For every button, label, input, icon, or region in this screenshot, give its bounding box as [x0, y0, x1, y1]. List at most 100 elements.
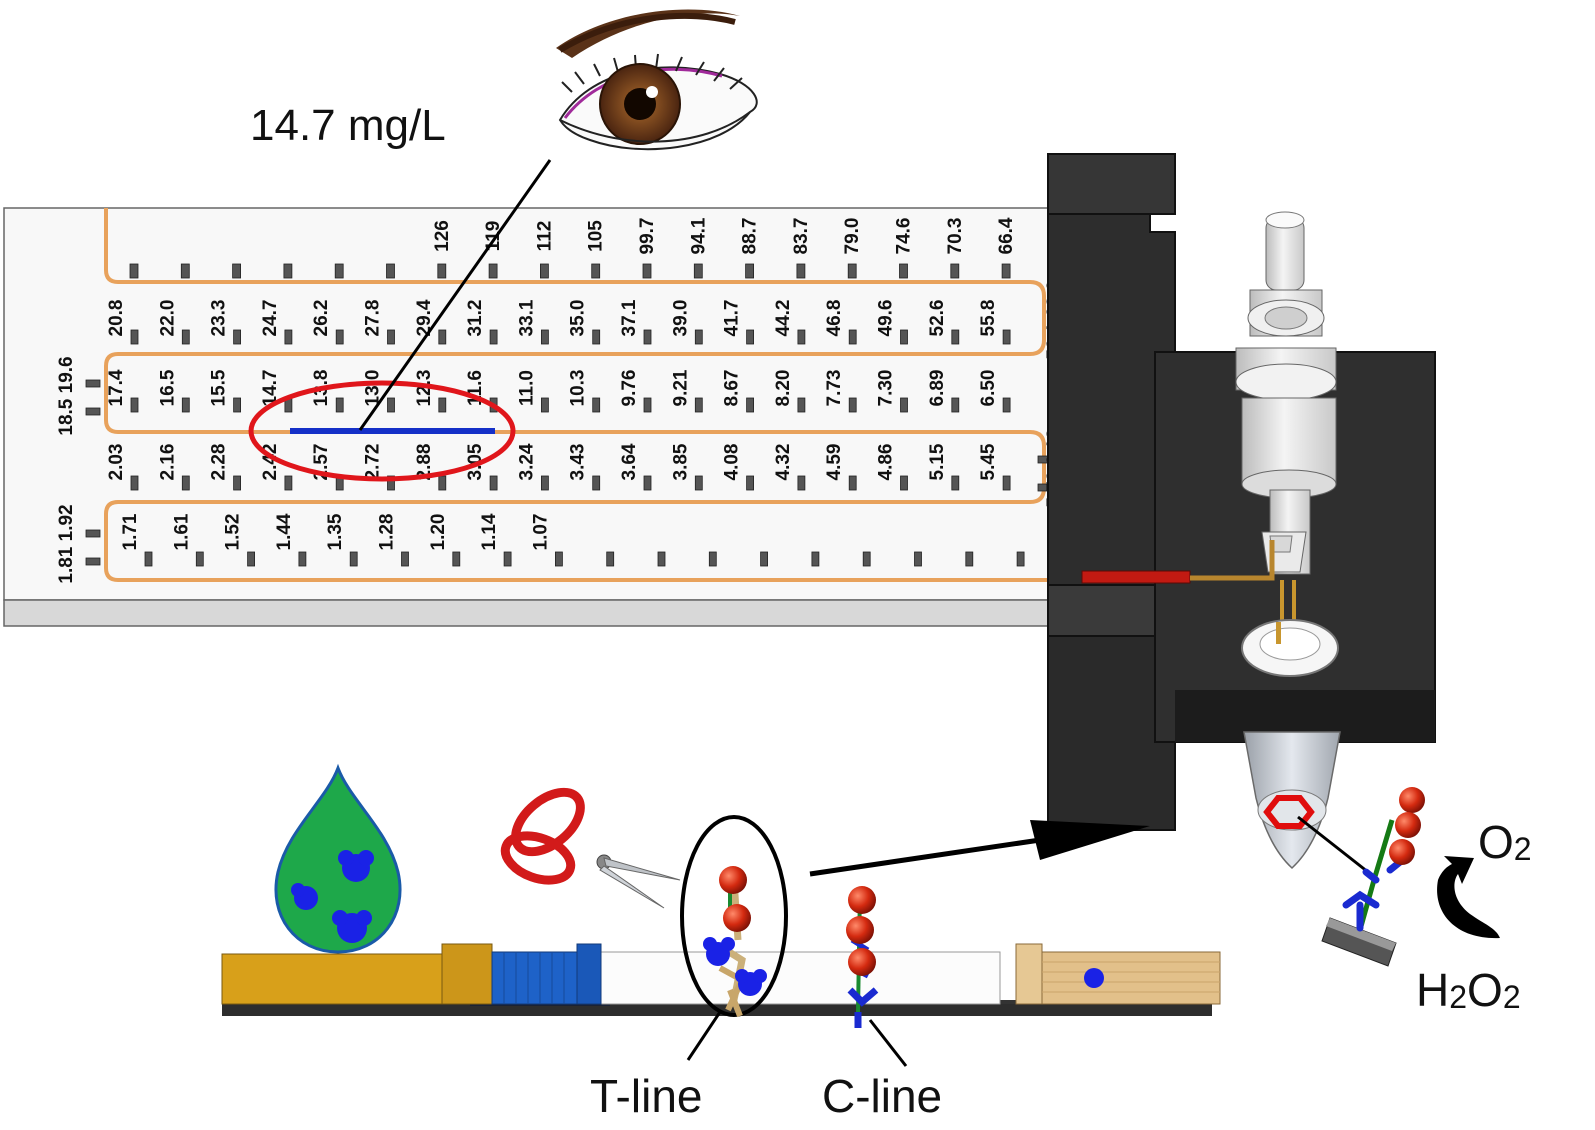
- scale-tick: [334, 263, 344, 279]
- scale-tick: [233, 475, 242, 491]
- scale-tick: [335, 329, 344, 345]
- scale-tick: [746, 397, 754, 413]
- scale-tick: [232, 263, 242, 279]
- scale-tick: [85, 407, 101, 416]
- transfer-arrow: [809, 837, 1041, 877]
- scale-value-label: 49.6: [876, 300, 897, 337]
- scale-tick: [555, 551, 563, 567]
- scale-tick: [503, 551, 512, 567]
- scale-value-label: 41.7: [722, 300, 743, 337]
- scale-value-label: 20.8: [106, 300, 127, 337]
- readout-value: 14.7 mg/L: [250, 101, 446, 150]
- c-line-label: C-line: [822, 1070, 942, 1122]
- sample-droplet-icon: [274, 763, 402, 954]
- t-line-ring: [680, 815, 788, 1017]
- scale-value-label: 15.5: [209, 369, 230, 406]
- scale-tick: [900, 329, 908, 345]
- scale-value-label: 1.35: [325, 513, 346, 550]
- scale-tick: [951, 397, 960, 413]
- scale-tick: [950, 263, 960, 279]
- scale-value-label: 23.3: [209, 300, 230, 337]
- scale-value-label: 5.15: [927, 443, 948, 480]
- red-connector-tube: [1081, 570, 1191, 584]
- scale-tick: [951, 475, 960, 491]
- scale-value-label: 22.0: [157, 300, 178, 337]
- scale-value-label: 1.14: [479, 513, 500, 550]
- scale-tick: [797, 329, 806, 345]
- scale-tick: [657, 551, 666, 567]
- scale-tick: [592, 329, 601, 345]
- scale-tick: [195, 551, 204, 567]
- scale-value-label: 1.20: [428, 514, 449, 551]
- scale-value-label: 1.61: [171, 513, 192, 550]
- chip-front-edge: [3, 599, 1145, 627]
- oxygen-label: O2: [1478, 816, 1532, 868]
- scale-value-label: 1.81 1.92: [56, 504, 77, 583]
- scale-tick: [951, 329, 960, 345]
- scale-value-label: 1.07: [530, 514, 551, 551]
- scale-value-label: 1.52: [223, 514, 244, 551]
- scale-value-label: 74.6: [894, 218, 915, 255]
- scale-value-label: 119: [483, 221, 504, 252]
- scale-ticks: [85, 263, 1053, 567]
- scale-value-label: 8.20: [773, 370, 794, 407]
- scale-tick: [386, 263, 395, 279]
- scale-value-label: 3.85: [670, 443, 691, 480]
- scale-tick: [1002, 329, 1011, 345]
- scale-tick: [694, 475, 703, 491]
- scale-tick: [643, 475, 652, 491]
- scale-tick: [797, 397, 806, 413]
- scale-value-label: 126: [432, 220, 453, 252]
- scale-value-label: 79.0: [842, 218, 863, 255]
- scale-tick: [438, 397, 447, 413]
- sight-line: [358, 159, 552, 431]
- catalyst-hexagon-icon: [1263, 795, 1315, 829]
- transfer-arrow-head: [1030, 820, 1150, 860]
- scale-value-label: 2.88: [414, 444, 435, 481]
- scale-tick: [437, 263, 447, 279]
- scale-value-label: 99.7: [637, 218, 658, 255]
- scale-tick: [1002, 397, 1011, 413]
- reaction-arrow-icon: [1437, 856, 1500, 939]
- scissors-icon: [500, 787, 681, 909]
- scale-tick: [900, 397, 908, 413]
- scale-tick: [233, 397, 242, 413]
- scale-tick: [914, 551, 922, 567]
- scale-value-label: 2.03: [106, 444, 127, 481]
- scale-value-label: 112: [534, 221, 555, 252]
- scale-value-label: 83.7: [791, 218, 812, 255]
- scale-value-label: 26.2: [311, 300, 332, 337]
- scale-value-label: 35.0: [568, 300, 589, 337]
- scale-tick: [541, 475, 549, 491]
- scale-tick: [233, 329, 242, 345]
- scale-tick: [541, 397, 549, 413]
- scale-tick: [899, 263, 908, 279]
- scale-value-label: 31.2: [465, 300, 486, 337]
- scale-value-label: 27.8: [363, 300, 384, 337]
- lateral-flow-strip: [221, 943, 1221, 1016]
- scale-tick: [130, 397, 139, 413]
- scale-tick: [694, 329, 703, 345]
- highlight-ring: [248, 380, 516, 482]
- scale-value-label: 16.5: [157, 369, 178, 406]
- scale-value-label: 33.1: [516, 299, 537, 336]
- eye-icon: [556, 9, 758, 151]
- scale-tick: [130, 475, 139, 491]
- sample-pad: [221, 953, 463, 1005]
- scale-tick: [848, 475, 857, 491]
- scale-tick: [284, 475, 293, 491]
- t-line-complex: [680, 815, 788, 1018]
- scale-value-label: 94.1: [688, 217, 709, 254]
- scale-tick: [540, 263, 549, 279]
- chip-holder: [1047, 153, 1436, 831]
- scale-tick: [847, 263, 857, 279]
- scale-value-label: 3.64: [619, 443, 640, 480]
- scale-value-label: 44.2: [773, 300, 794, 337]
- scale-value-label: 39.0: [670, 300, 691, 337]
- scale-tick: [694, 397, 703, 413]
- scale-tick: [129, 263, 139, 279]
- scale-value-label: 46.8: [824, 300, 845, 337]
- scale-value-label: 3.43: [568, 444, 589, 481]
- scale-value-label: 70.3: [945, 218, 966, 255]
